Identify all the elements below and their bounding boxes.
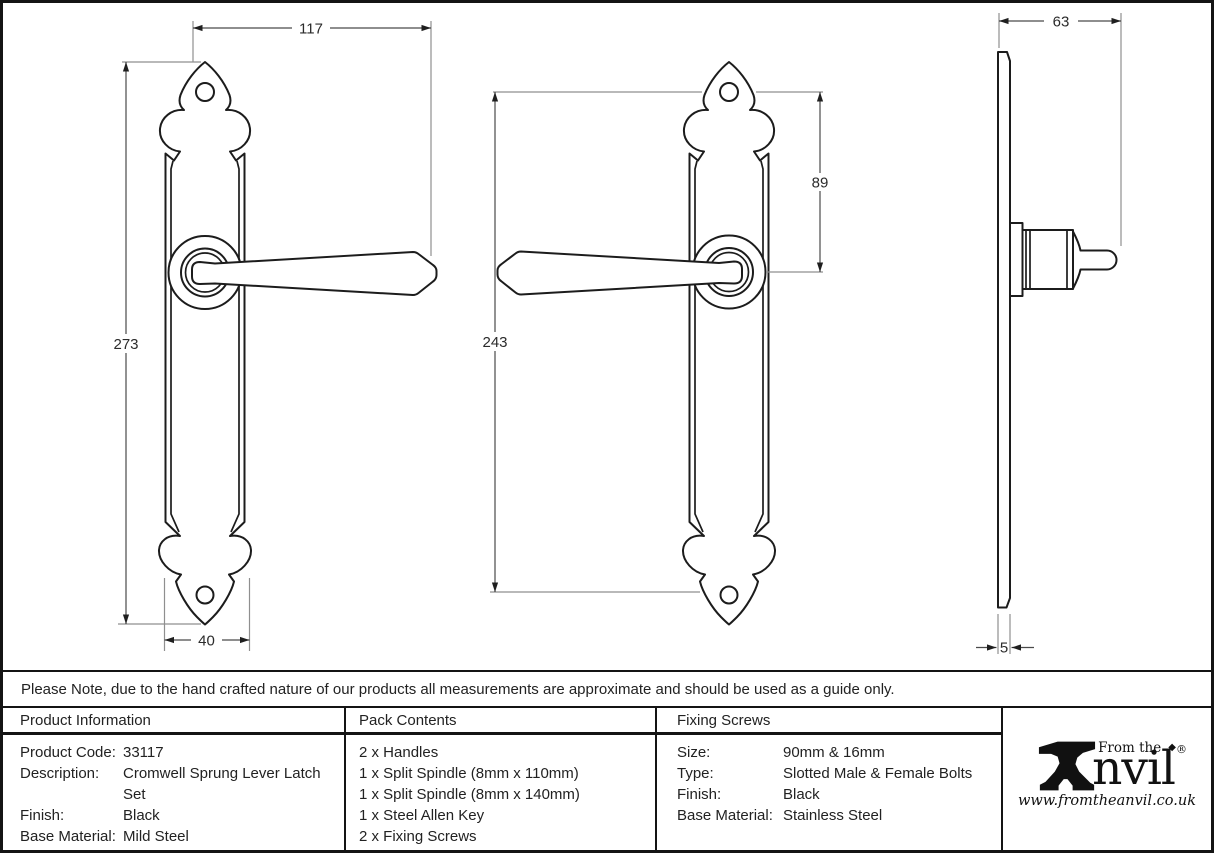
dim-label-5: 5	[1000, 640, 1008, 657]
product-spec-table: Product Information Product Code: 33117 …	[3, 708, 1211, 850]
table-row: Base Material: Mild Steel	[20, 826, 344, 847]
list-item: 1 x Split Spindle (8mm x 110mm)	[359, 765, 579, 782]
dim-label-63: 63	[1053, 14, 1070, 31]
logo-from-the-text: From the	[1098, 739, 1162, 756]
dimension-overall-width: 117	[122, 19, 432, 256]
dim-label-243: 243	[482, 334, 507, 351]
table-row: Finish: Black	[677, 784, 1001, 805]
spindle-collar	[1009, 222, 1024, 297]
plate-outline	[681, 61, 777, 626]
table-row: Description: Cromwell Sprung Lever Latch…	[20, 763, 344, 805]
size-label: Size:	[677, 744, 711, 761]
product-information-column: Product Information Product Code: 33117 …	[3, 708, 346, 850]
table-row: Finish: Black	[20, 805, 344, 826]
logo-wordmark: nvil ®	[1092, 744, 1187, 792]
fixing-screws-body: Size: 90mm & 16mm Type: Slotted Male & F…	[657, 735, 1001, 826]
product-code-value: 33117	[123, 744, 164, 761]
product-information-header: Product Information	[3, 708, 344, 735]
list-item: 2 x Fixing Screws	[359, 828, 477, 845]
dim-label-117: 117	[299, 21, 323, 38]
product-information-body: Product Code: 33117 Description: Cromwel…	[3, 735, 344, 847]
dim-label-40: 40	[198, 633, 215, 650]
plate-side-profile	[997, 51, 1011, 609]
pack-contents-header: Pack Contents	[346, 708, 655, 735]
measurement-note-text: Please Note, due to the hand crafted nat…	[21, 680, 895, 698]
table-row: Product Code: 33117	[20, 742, 344, 763]
front-view-lever-right: 117 273 40	[105, 19, 438, 651]
logo-wordmark-text: nvil	[1092, 740, 1176, 796]
anvil-icon	[1038, 741, 1096, 790]
diamond-icon: ◆	[1168, 742, 1176, 754]
dimension-plate-width: 40	[163, 578, 251, 651]
pack-contents-column: Pack Contents 2 x Handles 1 x Split Spin…	[346, 708, 657, 850]
dim-label-89: 89	[812, 175, 829, 192]
measurement-note-row: Please Note, due to the hand crafted nat…	[3, 670, 1211, 708]
logo-from-the: From the ◆	[1098, 740, 1176, 756]
type-label: Type:	[677, 765, 714, 782]
dimension-projection: 63	[998, 12, 1122, 246]
dim-label-273: 273	[113, 336, 138, 353]
dimension-top-to-spindle: 89	[756, 91, 836, 273]
table-row: Size: 90mm & 16mm	[677, 742, 1001, 763]
dimension-overall-height: 273	[105, 62, 201, 625]
base-material-label: Base Material:	[20, 828, 116, 845]
registered-trademark-icon: ®	[1175, 742, 1187, 756]
plate-outline	[157, 61, 253, 626]
base-material-value: Stainless Steel	[783, 807, 883, 824]
finish-label: Finish:	[677, 786, 722, 803]
fixing-screws-header: Fixing Screws	[657, 708, 1001, 735]
dimension-fixing-centres: 243	[474, 91, 702, 593]
finish-value: Black	[123, 807, 160, 824]
technical-drawing: 117 273 40 243	[105, 12, 1122, 657]
description-label: Description:	[20, 765, 100, 782]
front-view-lever-left: 243 89	[474, 61, 836, 626]
side-view: 63 5	[976, 12, 1122, 657]
type-value: Slotted Male & Female Bolts	[783, 765, 973, 782]
logo-website-url: www.fromtheanvil.co.uk	[1017, 792, 1197, 809]
spindle-arm	[1072, 230, 1118, 290]
table-row: Type: Slotted Male & Female Bolts	[677, 763, 1001, 784]
size-value: 90mm & 16mm	[783, 744, 885, 761]
list-item: 1 x Split Spindle (8mm x 140mm)	[359, 786, 580, 803]
product-code-label: Product Code:	[20, 744, 116, 761]
table-row: Base Material: Stainless Steel	[677, 805, 1001, 826]
base-material-label: Base Material:	[677, 807, 773, 824]
description-value: Cromwell Sprung Lever Latch Set	[123, 765, 321, 803]
list-item: 2 x Handles	[359, 744, 439, 761]
finish-label: Finish:	[20, 807, 65, 824]
pack-contents-body: 2 x Handles 1 x Split Spindle (8mm x 110…	[346, 735, 655, 847]
lever-handle	[496, 234, 767, 310]
finish-value: Black	[783, 786, 820, 803]
list-item: 1 x Steel Allen Key	[359, 807, 485, 824]
fixing-screws-column: Fixing Screws Size: 90mm & 16mm Type: Sl…	[657, 708, 1003, 850]
from-the-anvil-logo: From the ◆ nvil ® www.fromtheanvil.co.uk	[1018, 740, 1196, 809]
dimension-plate-thickness: 5	[976, 614, 1034, 657]
brand-logo-cell: From the ◆ nvil ® www.fromtheanvil.co.uk	[1003, 708, 1211, 850]
base-material-value: Mild Steel	[123, 828, 189, 845]
sprung-barrel	[1021, 229, 1074, 290]
lever-handle	[167, 235, 438, 310]
